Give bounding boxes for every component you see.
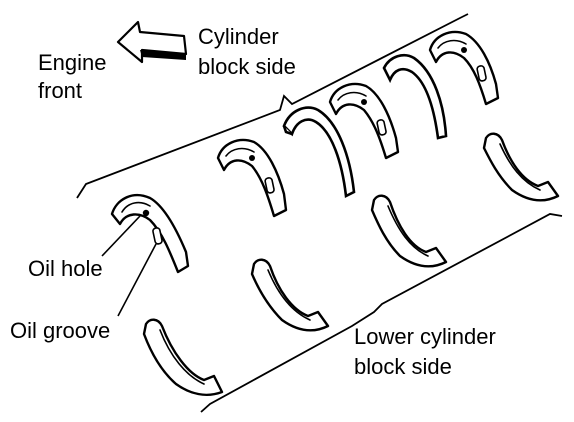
lower-bearing-shell-3 — [370, 194, 448, 268]
lower-cylinder-block-side-label-line1: Lower cylinder — [354, 324, 496, 349]
lower-bracket — [200, 213, 563, 413]
oil-hole-label: Oil hole — [28, 256, 103, 281]
oil-hole-leader — [101, 215, 141, 257]
lower-cylinder-block-side-label-line2: block side — [354, 354, 452, 379]
lower-bearing-shell-1 — [142, 318, 224, 396]
engine-front-label-line1: Engine — [38, 50, 107, 75]
oil-groove-label: Oil groove — [10, 318, 111, 343]
engine-front-label-line2: front — [38, 78, 83, 103]
thrust-washer-2 — [382, 54, 448, 140]
cylinder-block-side-label-line1: Cylinder — [198, 24, 279, 49]
upper-bearing-shell-2 — [216, 138, 288, 218]
lower-bearing-shell-2 — [250, 258, 330, 332]
thrust-washer-1 — [282, 106, 356, 198]
upper-bearing-shell-4 — [428, 30, 500, 106]
oil-groove-leader — [117, 243, 157, 317]
upper-bracket — [76, 13, 469, 199]
arrow-pointing-engine-front-icon — [116, 20, 188, 64]
cylinder-block-side-label-line2: block side — [198, 54, 296, 79]
lower-bearing-shell-4 — [482, 132, 560, 202]
upper-bearing-shell-3 — [328, 82, 400, 160]
upper-bearing-shell-1 — [110, 193, 190, 274]
